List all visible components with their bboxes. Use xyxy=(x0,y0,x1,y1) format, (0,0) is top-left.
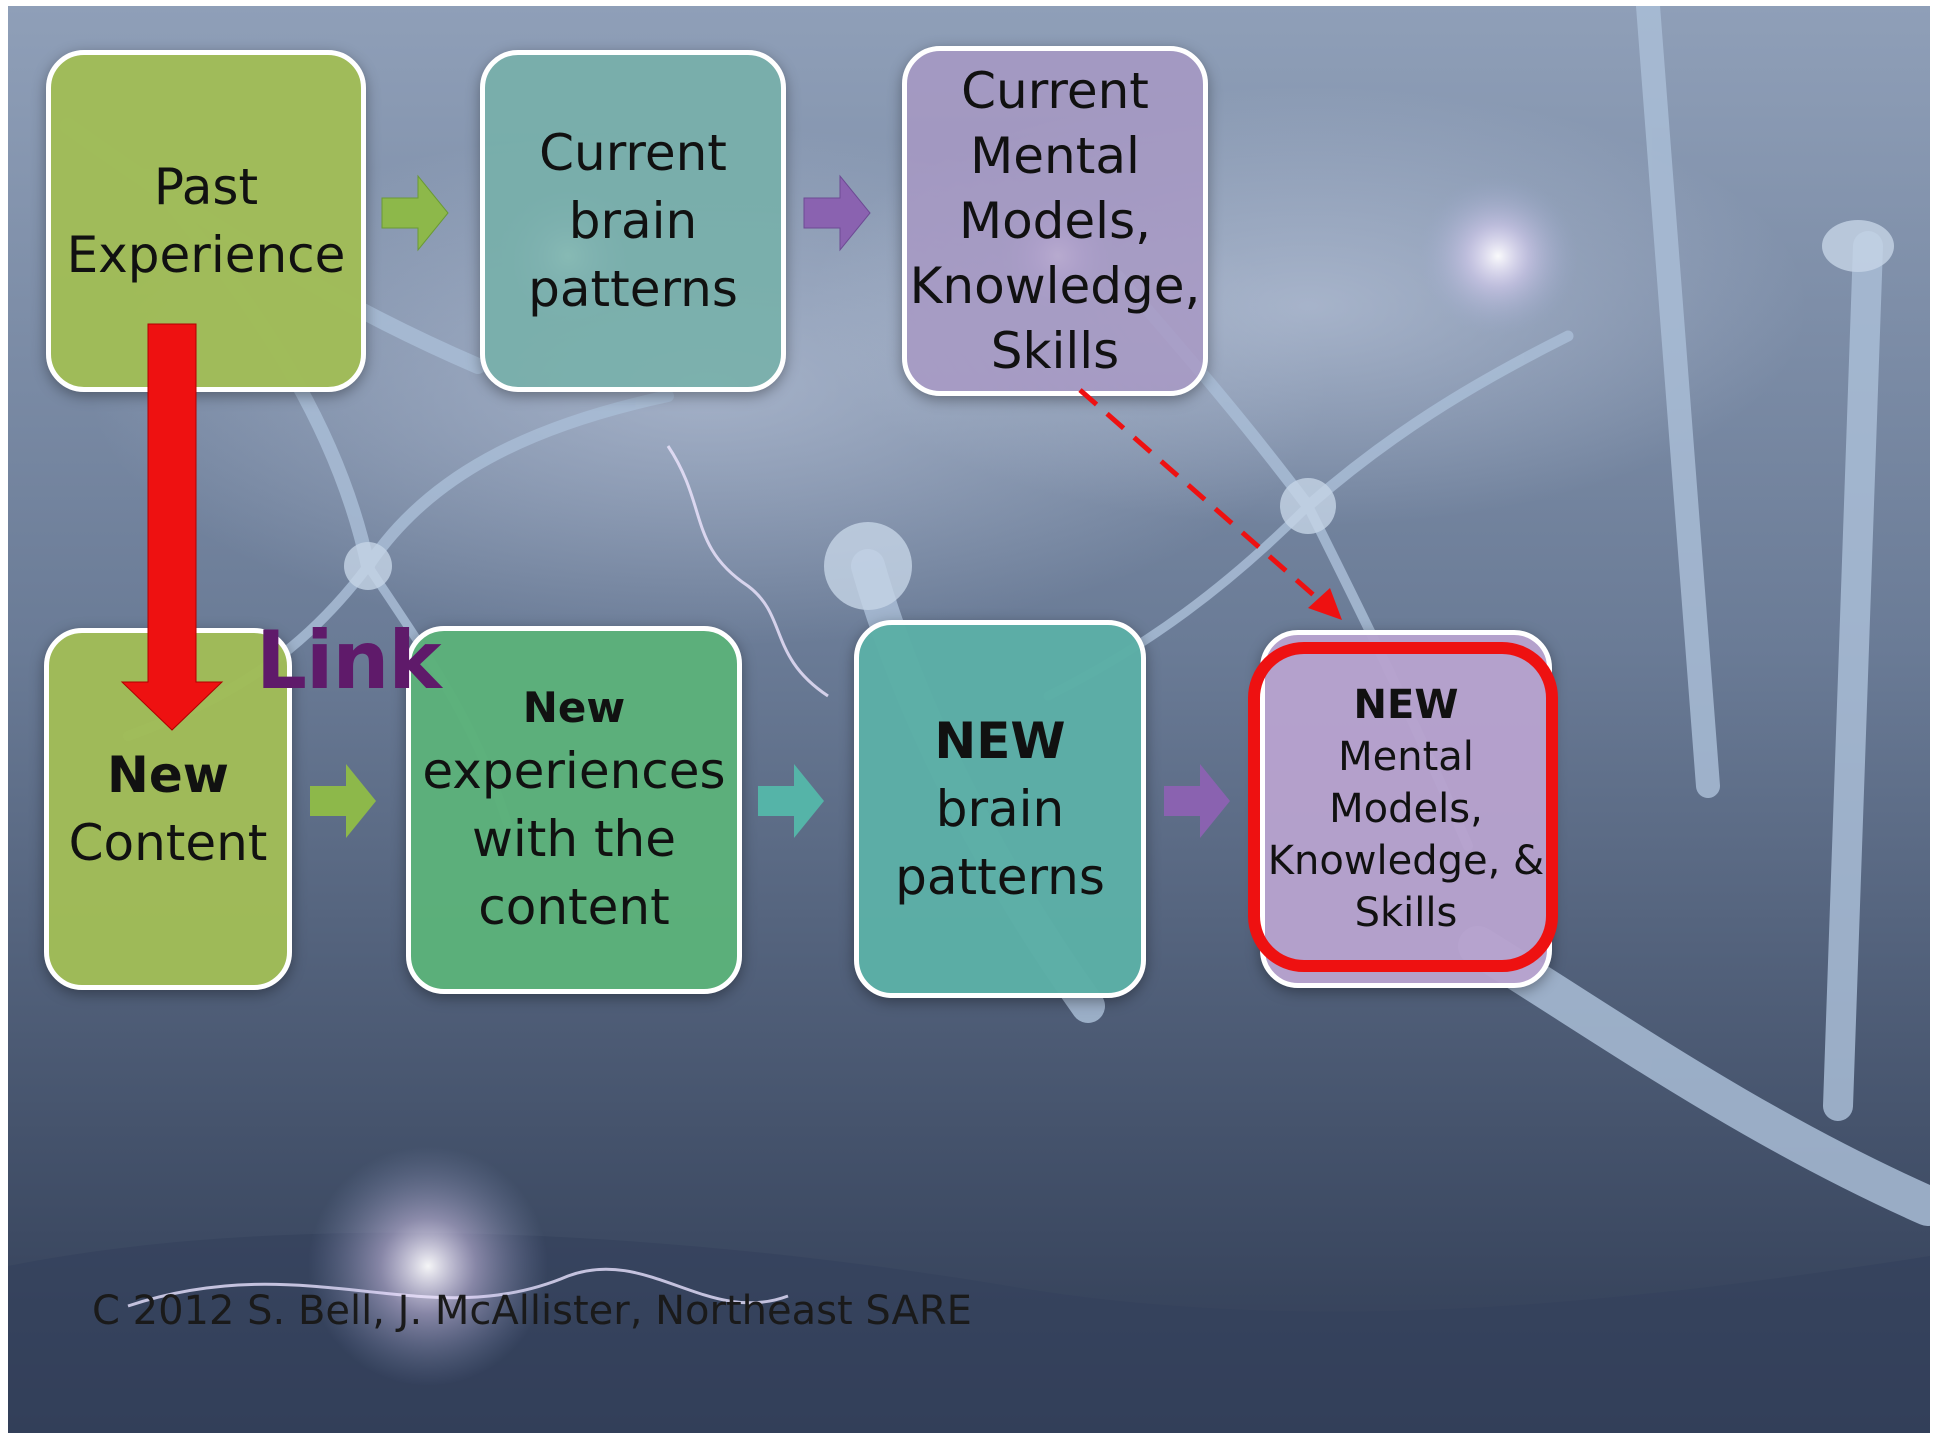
current-mental-models-line-1: Current xyxy=(961,61,1149,120)
current-mental-models-line-3: Models, xyxy=(958,191,1152,250)
link-arrow xyxy=(120,323,224,731)
current-brain-patterns-box: Current brain patterns xyxy=(480,50,786,392)
past-experience-line-1: Past xyxy=(153,158,259,216)
link-label: Link xyxy=(256,614,442,707)
new-content-box: New Content xyxy=(44,628,292,990)
dashed-arrow-line xyxy=(1078,388,1328,608)
current-mental-models-line-5: Skills xyxy=(990,321,1120,380)
new-experiences-line-1: experiences xyxy=(422,741,726,800)
past-experience-box: Past Experience xyxy=(46,50,366,392)
new-brain-patterns-box: NEW brain patterns xyxy=(854,620,1146,998)
new-mental-models-highlight xyxy=(1248,642,1558,972)
past-experience-line-2: Experience xyxy=(66,226,346,284)
new-content-bold: New xyxy=(107,746,229,804)
new-mental-models-line-1: Mental xyxy=(1338,734,1474,780)
dashed-arrow-head xyxy=(1308,588,1342,620)
new-experiences-line-3: content xyxy=(478,877,670,936)
new-experiences-bold: New xyxy=(522,683,626,733)
new-mental-models-line-3: Knowledge, & xyxy=(1267,838,1545,884)
new-brain-patterns-line-1: brain xyxy=(935,780,1065,838)
arrow-current-brain-to-mental-models xyxy=(803,174,871,252)
current-mental-models-line-4: Knowledge, xyxy=(909,256,1201,315)
new-brain-patterns-bold: NEW xyxy=(934,712,1066,770)
slide: Past Experience Current brain patterns C… xyxy=(8,6,1930,1433)
arrow-past-to-current-brain xyxy=(381,174,449,252)
current-brain-patterns-line-2: brain xyxy=(568,192,698,250)
current-brain-patterns-line-1: Current xyxy=(539,124,727,182)
new-brain-patterns-line-2: patterns xyxy=(895,848,1105,906)
new-experiences-box: New experiences with the content xyxy=(406,626,742,994)
arrow-new-content-to-experiences xyxy=(310,764,376,838)
copyright-text: C 2012 S. Bell, J. McAllister, Northeast… xyxy=(92,1288,972,1334)
new-content-rest: Content xyxy=(68,814,268,872)
current-brain-patterns-line-3: patterns xyxy=(528,260,738,318)
arrow-experiences-to-new-brain xyxy=(758,764,824,838)
new-mental-models-bold: NEW xyxy=(1353,682,1459,728)
current-mental-models-box: Current Mental Models, Knowledge, Skills xyxy=(902,46,1208,396)
new-mental-models-line-4: Skills xyxy=(1354,890,1458,936)
new-experiences-line-2: with the xyxy=(471,809,677,868)
new-mental-models-line-2: Models, xyxy=(1329,786,1483,832)
flow-arrows xyxy=(120,174,1342,838)
arrow-new-brain-to-new-models xyxy=(1164,764,1230,838)
current-mental-models-line-2: Mental xyxy=(970,126,1140,185)
